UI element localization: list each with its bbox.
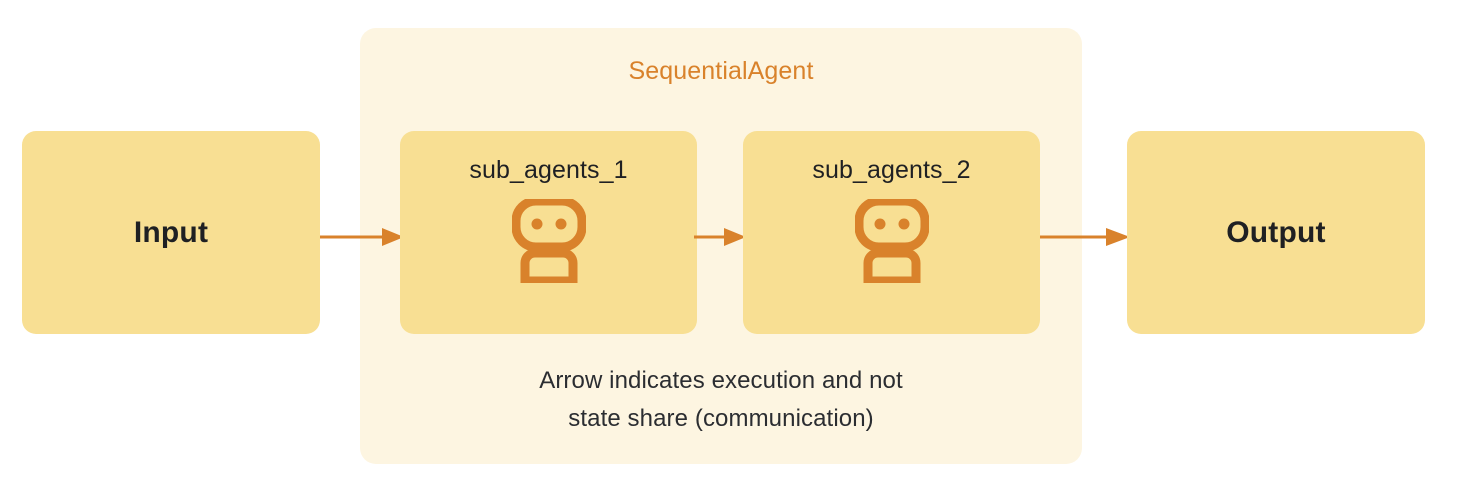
node-sub-agent-1[interactable]: sub_agents_1 [400, 131, 697, 334]
node-input[interactable]: Input [22, 131, 320, 334]
robot-icon [511, 199, 586, 283]
arrow-sub-agent-1-to-sub-agent-2 [694, 228, 746, 246]
diagram-caption-line-2: state share (communication) [568, 405, 874, 432]
node-sub-agent-2-label: sub_agents_2 [812, 156, 971, 184]
diagram-caption-line-1: Arrow indicates execution and not [539, 367, 903, 394]
diagram-caption: Arrow indicates execution and not state … [360, 362, 1082, 438]
node-input-label: Input [133, 215, 209, 249]
arrow-sub-agent-2-to-output [1040, 228, 1130, 246]
node-output[interactable]: Output [1127, 131, 1425, 334]
robot-icon [854, 199, 929, 283]
node-output-label: Output [1226, 215, 1326, 249]
sequential-agent-title: SequentialAgent [628, 57, 814, 85]
node-sub-agent-1-label: sub_agents_1 [469, 156, 628, 184]
node-sub-agent-2[interactable]: sub_agents_2 [743, 131, 1040, 334]
arrow-input-to-sub-agent-1 [320, 228, 404, 246]
